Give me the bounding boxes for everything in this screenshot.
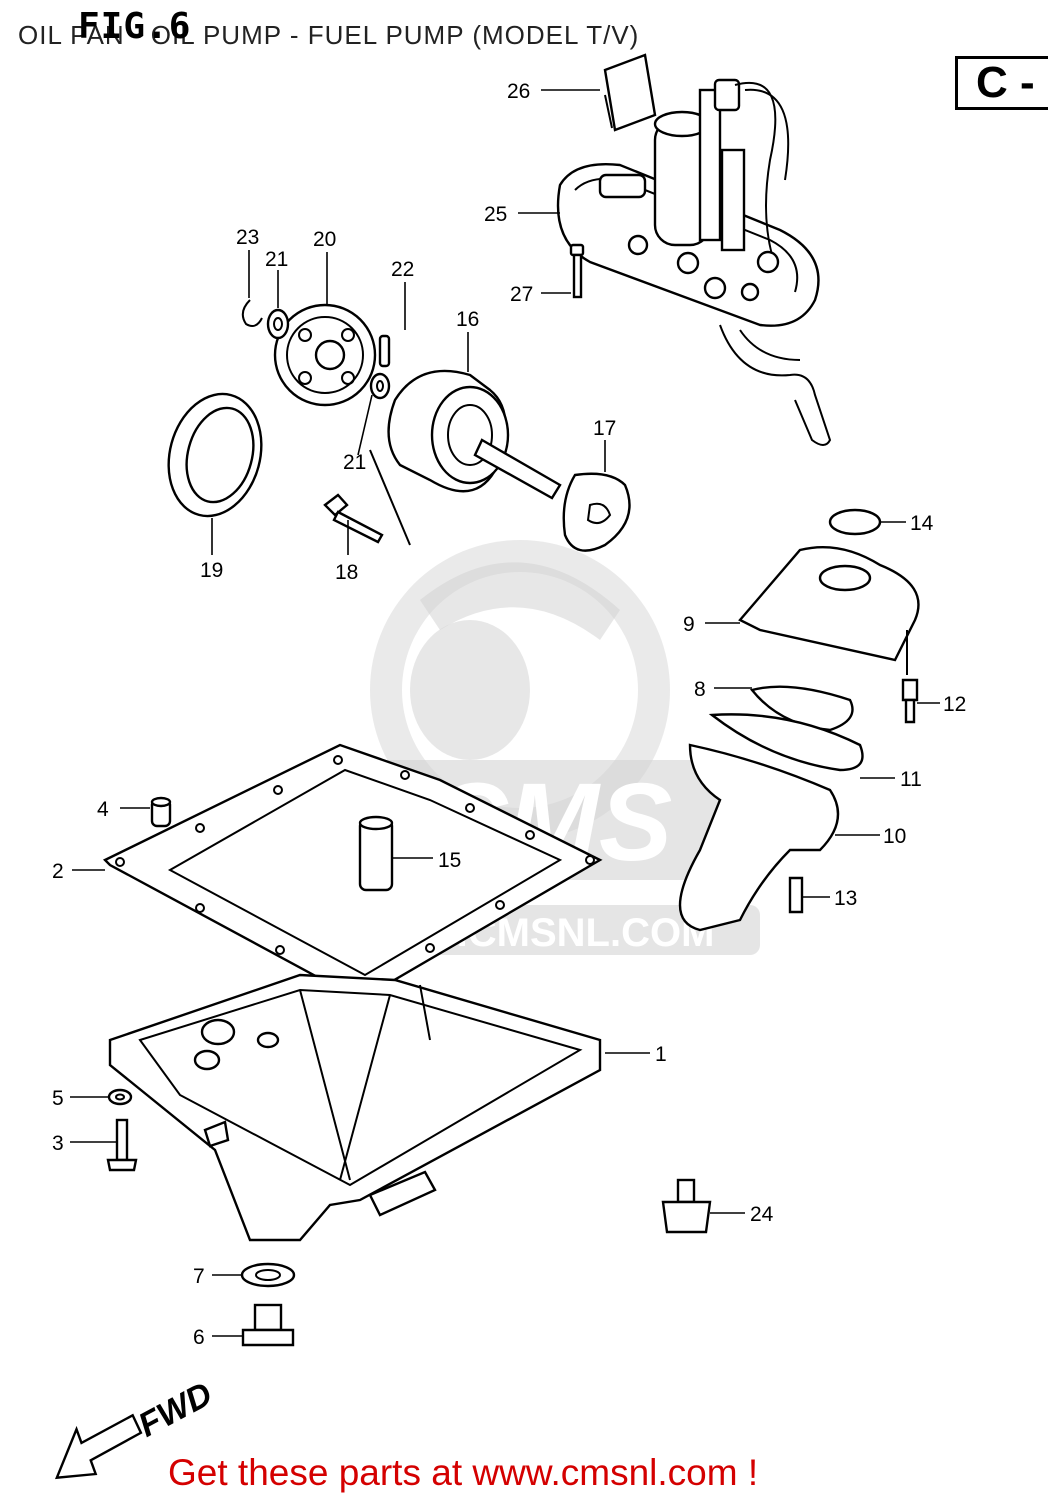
- callout-17: 17: [593, 417, 616, 440]
- callout-5: 5: [52, 1087, 64, 1110]
- callout-4: 4: [97, 798, 109, 821]
- callout-21-pump: 21: [343, 451, 366, 474]
- callout-3: 3: [52, 1132, 64, 1155]
- diagram-title: OIL PAN - OIL PUMP - FUEL PUMP (MODEL T/…: [18, 20, 640, 50]
- callout-24: 24: [750, 1203, 774, 1226]
- fwd-label: FWD: [132, 1375, 218, 1445]
- callout-25: 25: [484, 203, 507, 226]
- callout-20: 20: [313, 228, 336, 251]
- callout-7: 7: [193, 1265, 205, 1288]
- oil-strainer-group: [678, 508, 920, 932]
- callout-23: 23: [236, 226, 259, 249]
- callout-11: 11: [900, 768, 922, 791]
- callout-18: 18: [335, 561, 358, 584]
- callout-1: 1: [655, 1043, 667, 1066]
- callout-26: 26: [507, 80, 530, 103]
- fuel-pump-assembly: [556, 53, 832, 446]
- callout-15: 15: [438, 849, 461, 872]
- callout-labels: 1 2 3 4 5 6 7 8 9 10 11 12 13 14 15 16 1…: [52, 80, 966, 1349]
- callout-27: 27: [510, 283, 533, 306]
- callout-14: 14: [910, 512, 934, 535]
- callout-19: 19: [200, 559, 223, 582]
- callout-2: 2: [52, 860, 64, 883]
- callout-8: 8: [694, 678, 706, 701]
- callout-13: 13: [834, 887, 857, 910]
- footer-parts-link[interactable]: Get these parts at www.cmsnl.com !: [168, 1452, 759, 1493]
- callout-16: 16: [456, 308, 479, 331]
- callout-9: 9: [683, 613, 695, 636]
- callout-6: 6: [193, 1326, 205, 1349]
- leader-lines: [70, 89, 940, 1337]
- callout-21-sprocket: 21: [265, 248, 288, 271]
- figure-number: FIG.6: [78, 6, 192, 47]
- callout-10: 10: [883, 825, 906, 848]
- callout-12: 12: [943, 693, 966, 716]
- oil-pump-assembly: [167, 299, 631, 552]
- oil-pan-group: [102, 743, 712, 1347]
- section-tag: C -: [955, 56, 1048, 110]
- callout-22: 22: [391, 258, 414, 281]
